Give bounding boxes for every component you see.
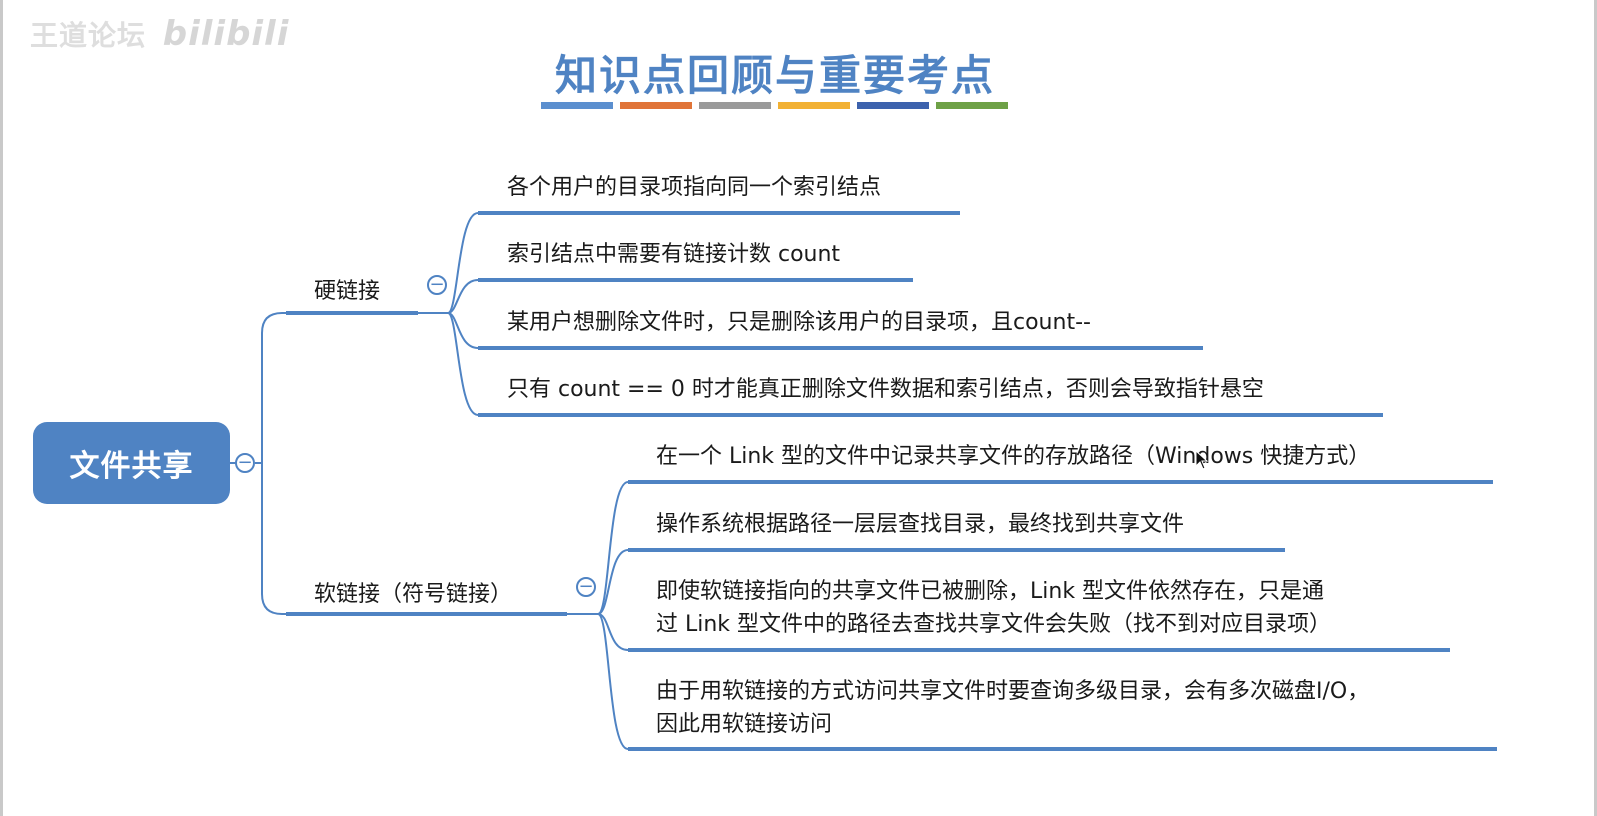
title-bar-1 (541, 102, 613, 109)
hard-link-item-2[interactable]: 索引结点中需要有链接计数 count (507, 238, 840, 271)
hard-link-item-2-line-1: 索引结点中需要有链接计数 count (507, 242, 841, 267)
hard-link-item-3[interactable]: 某用户想删除文件时，只是删除该用户的目录项，且count-- (507, 306, 1091, 339)
soft-link-item-1-line-1: 在一个 Link 型的文件中记录共享文件的存放路径（Windows 快捷方式） (656, 444, 1371, 469)
page-title: 知识点回顾与重要考点 (554, 51, 995, 100)
soft-link-item-2-line-1: 操作系统根据路径一层层查找目录，最终找到共享文件 (656, 512, 1185, 537)
soft-link-item-1[interactable]: 在一个 Link 型的文件中记录共享文件的存放路径（Windows 快捷方式） (656, 440, 1370, 473)
frame-edge-right (1594, 0, 1597, 816)
hard-link-item-4-line-1: 只有 count == 0 时才能真正删除文件数据和索引结点，否则会导致指针悬空 (507, 377, 1264, 402)
hard-link-item-1-line-1: 各个用户的目录项指向同一个索引结点 (507, 175, 882, 200)
soft-link-item-3-line-2: 过 Link 型文件中的路径去查找共享文件会失败（找不到对应目录项） (656, 612, 1332, 637)
minus-circle-icon: − (429, 274, 445, 295)
bilibili-logo-icon: bilibili (162, 14, 290, 54)
title-bar-2 (620, 102, 692, 109)
minus-circle-icon: − (578, 576, 594, 597)
frame-edge-left (0, 0, 3, 816)
soft-link-item-4-line-1: 由于用软链接的方式访问共享文件时要查询多级目录，会有多次磁盘I/O， (656, 679, 1370, 704)
title-bar-6 (936, 102, 1008, 109)
hard-link-item-3-line-1: 某用户想删除文件时，只是删除该用户的目录项，且count-- (507, 310, 1091, 335)
watermark-text: 王道论坛 (30, 19, 147, 52)
soft-link-item-2[interactable]: 操作系统根据路径一层层查找目录，最终找到共享文件 (656, 508, 1184, 541)
mouse-pointer-icon (1195, 450, 1209, 470)
title-bar-3 (699, 102, 771, 109)
root-node[interactable]: 文件共享 (33, 422, 230, 504)
watermark: 王道论坛 bilibili (30, 14, 289, 54)
minus-circle-icon: − (237, 452, 253, 473)
hard-link-node[interactable]: 硬链接 (314, 279, 381, 304)
soft-link-item-3[interactable]: 即使软链接指向的共享文件已被删除，Link 型文件依然存在，只是通 过 Link… (656, 575, 1331, 641)
soft-link-item-3-line-1: 即使软链接指向的共享文件已被删除，Link 型文件依然存在，只是通 (656, 579, 1325, 604)
hard-link-item-4[interactable]: 只有 count == 0 时才能真正删除文件数据和索引结点，否则会导致指针悬空 (507, 373, 1264, 406)
soft-link-node[interactable]: 软链接（符号链接） (314, 582, 513, 607)
soft-link-collapse-button[interactable]: − (576, 577, 596, 597)
root-collapse-button[interactable]: − (235, 453, 255, 473)
hard-link-collapse-button[interactable]: − (427, 275, 447, 295)
title-bar-4 (778, 102, 850, 109)
hard-link-item-1[interactable]: 各个用户的目录项指向同一个索引结点 (507, 171, 881, 204)
soft-link-item-4[interactable]: 由于用软链接的方式访问共享文件时要查询多级目录，会有多次磁盘I/O， 因此用软链… (656, 675, 1369, 741)
soft-link-item-4-line-2: 因此用软链接访问 (656, 712, 833, 737)
root-node-label: 文件共享 (69, 449, 194, 484)
title-bar-5 (857, 102, 929, 109)
